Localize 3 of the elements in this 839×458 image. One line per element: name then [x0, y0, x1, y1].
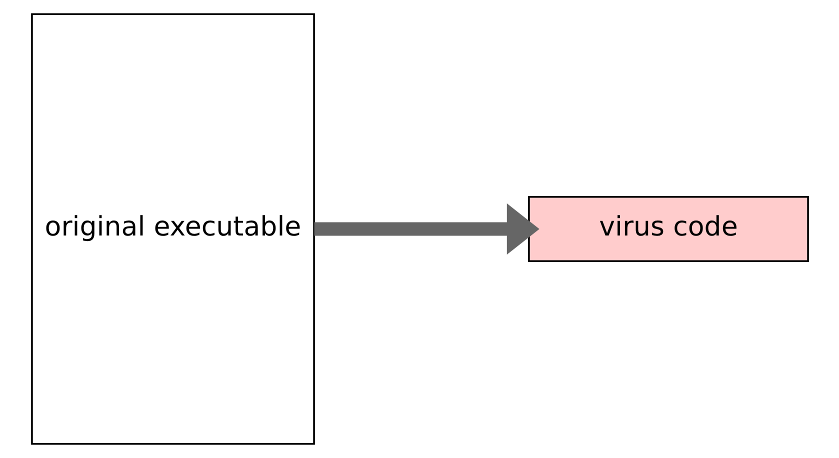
- node-box: virus code: [528, 196, 808, 262]
- node-box: original executable: [30, 13, 314, 445]
- arrow: [314, 203, 539, 255]
